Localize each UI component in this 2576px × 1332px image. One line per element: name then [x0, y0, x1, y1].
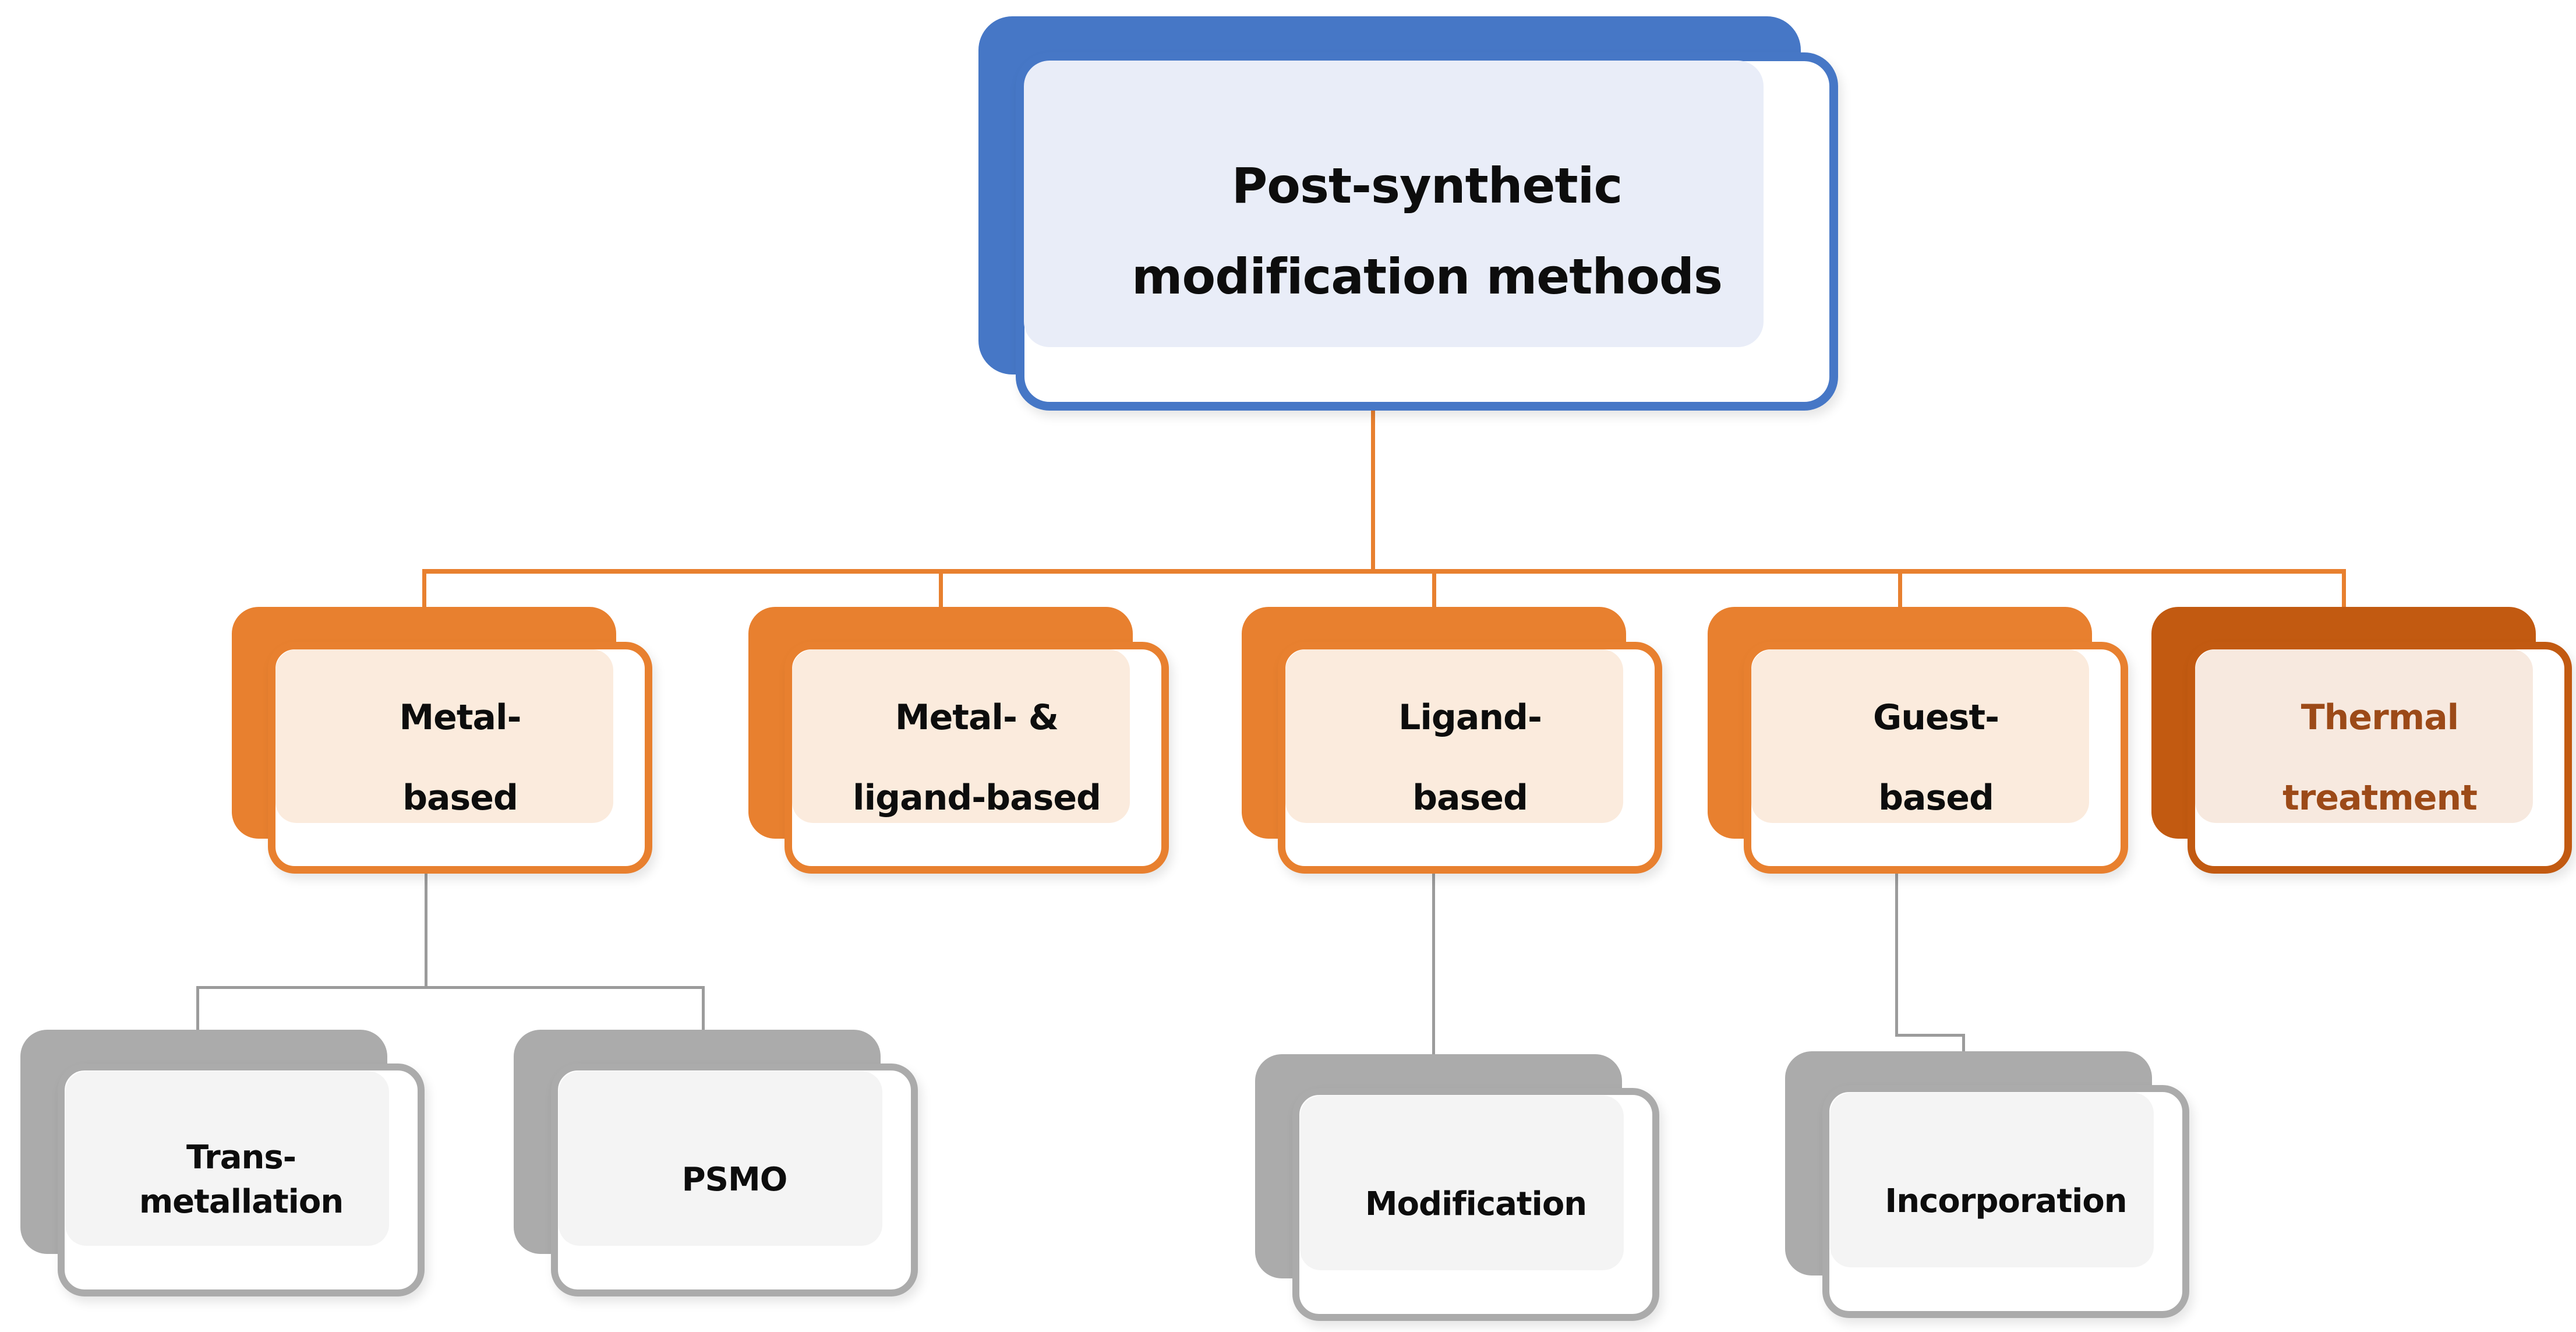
connector-guest-based-vertical [1895, 874, 1898, 1037]
node-label-line1: Modification [1365, 1185, 1587, 1224]
card-tint-panel [1285, 649, 1623, 823]
connector-guest-based-elbow [1895, 1034, 1965, 1037]
card-tint-panel [559, 1071, 882, 1246]
node-label-line2: metallation [139, 1183, 344, 1221]
node-label-line2: based [402, 778, 518, 818]
connector-level2-horizontal [422, 569, 2346, 574]
node-label: Ligand- based [1278, 642, 1662, 874]
node-label-line2: based [1412, 778, 1528, 818]
connector-metal-based-horizontal [196, 986, 705, 989]
node-label-line1: Metal- [399, 697, 521, 738]
connector-root-vertical [1371, 411, 1375, 573]
card-tint-panel [2195, 649, 2533, 823]
connector-drop-metal-based [422, 573, 426, 607]
connector-drop-psmo [702, 986, 705, 1031]
node-label: Modification [1292, 1088, 1659, 1321]
card-tint-panel [65, 1071, 389, 1246]
node-label-line1: Incorporation [1885, 1182, 2127, 1221]
node-label-line1: Ligand- [1398, 697, 1542, 738]
node-label-line2: modification methods [1132, 248, 1723, 305]
connector-drop-modification [1432, 874, 1435, 1055]
node-label-line2: ligand-based [853, 778, 1101, 818]
connector-drop-metal-ligand-based [939, 573, 943, 607]
node-label: Trans- metallation [58, 1064, 425, 1296]
node-label-line1: Trans- [186, 1139, 296, 1177]
connector-drop-ligand-based [1432, 573, 1436, 607]
connector-drop-trans-metallation [196, 986, 199, 1031]
card-tint-panel [1830, 1093, 2154, 1267]
node-label: Metal- based [268, 642, 652, 874]
card-tint-panel [1300, 1096, 1624, 1270]
connector-drop-incorporation [1962, 1034, 1965, 1052]
connector-metal-based-vertical [425, 874, 427, 988]
node-label-line1: Thermal [2301, 697, 2459, 738]
node-label-line1: Guest- [1873, 697, 1999, 738]
node-label: PSMO [551, 1064, 918, 1296]
node-label-line2: treatment [2282, 778, 2478, 818]
node-label: Post-synthetic modification methods [1016, 52, 1838, 411]
card-tint-panel [1024, 61, 1764, 347]
node-label-line1: PSMO [681, 1161, 788, 1199]
node-label-line2: based [1878, 778, 1994, 818]
connector-drop-thermal-treatment [2342, 573, 2346, 607]
card-tint-panel [1751, 649, 2089, 823]
node-label: Metal- & ligand-based [785, 642, 1169, 874]
card-tint-panel [275, 649, 613, 823]
node-label: Incorporation [1822, 1085, 2189, 1318]
node-label-line1: Metal- & [895, 697, 1059, 738]
card-tint-panel [792, 649, 1130, 823]
connector-drop-guest-based [1898, 573, 1902, 607]
node-label: Thermal treatment [2188, 642, 2572, 874]
node-label: Guest- based [1744, 642, 2128, 874]
node-label-line1: Post-synthetic [1231, 157, 1623, 215]
